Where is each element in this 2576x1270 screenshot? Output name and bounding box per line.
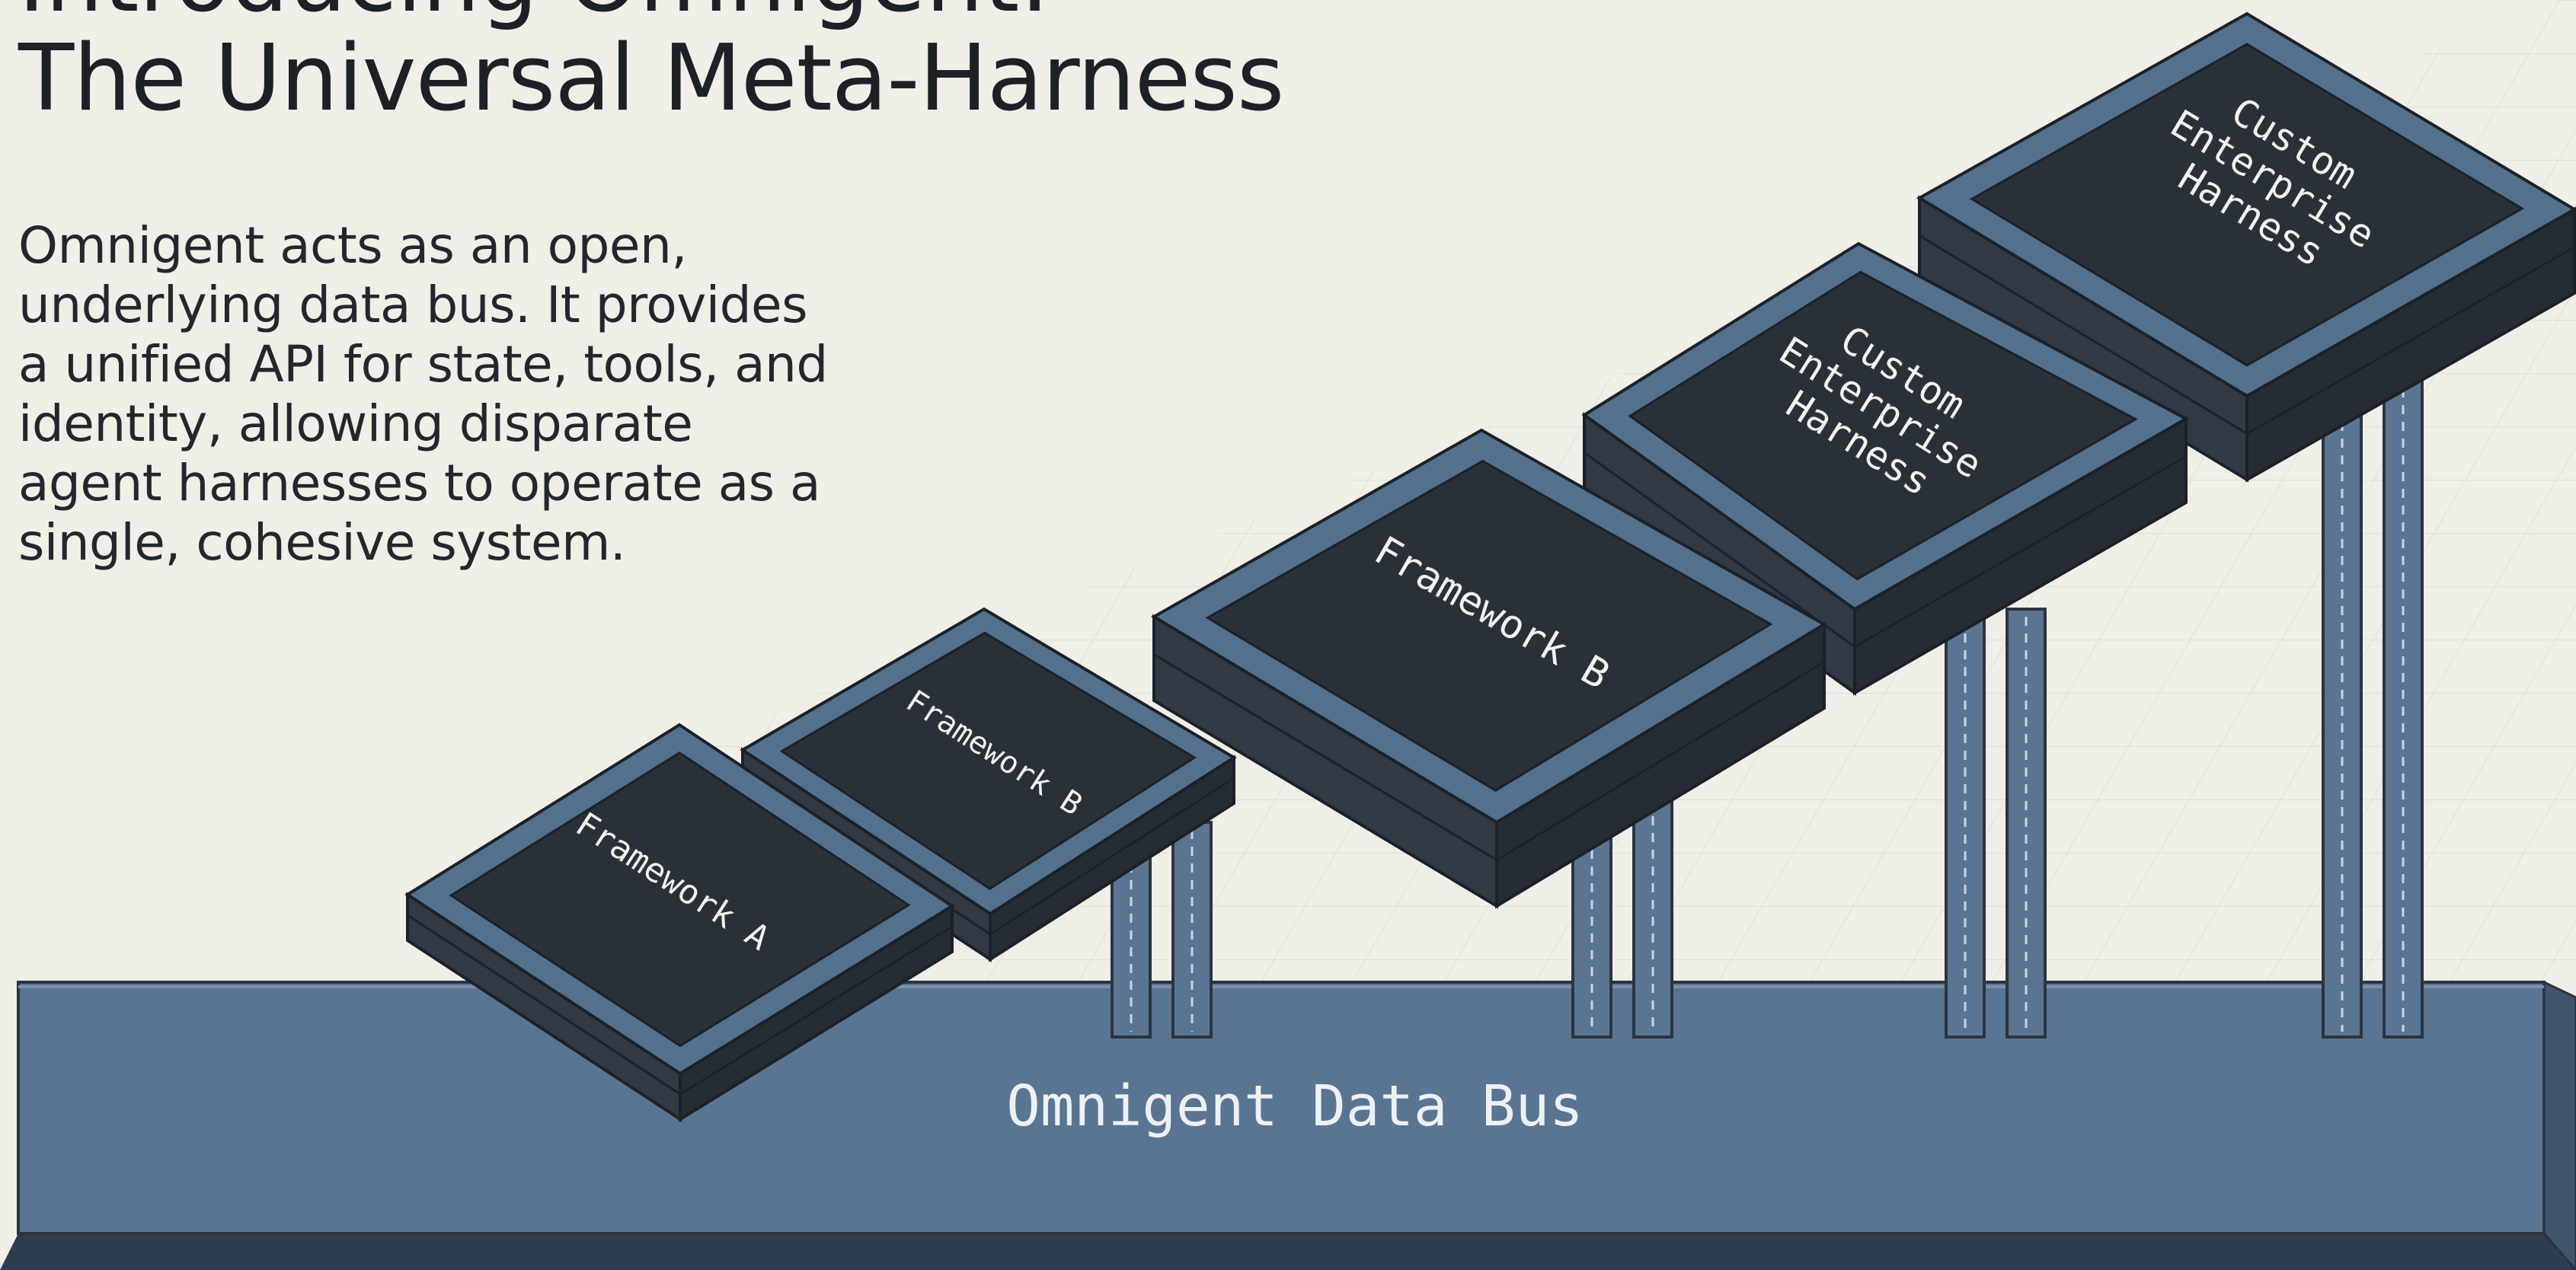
module-face [1205, 459, 1773, 792]
description-line: underlying data bus. It provides [18, 276, 808, 334]
page-title: The Universal Meta-Harness [18, 26, 1284, 132]
module-seam [1153, 653, 1825, 862]
module-face [1628, 270, 2138, 581]
description-line: single, cohesive system. [18, 513, 626, 572]
connector-pillar [1632, 790, 1673, 1039]
module-4: CustomEnterpriseHarness [1581, 241, 2190, 696]
module-seam [1584, 452, 2187, 649]
description-line: Omnigent acts as an open, [18, 216, 687, 275]
module-face [779, 631, 1197, 890]
bus-bottom-face [0, 1233, 2576, 1270]
module-face [449, 751, 911, 1048]
module-seam [407, 914, 953, 1096]
module-3: Framework B [1151, 428, 1827, 909]
data-bus: Omnigent Data Bus [0, 980, 2576, 1270]
bus-right-face [2542, 980, 2576, 1270]
description-line: identity, allowing disparate [18, 394, 693, 453]
bus-label: Omnigent Data Bus [1006, 1074, 1583, 1139]
module-face [1969, 43, 2525, 367]
module-stack: CustomEnterpriseHarnessCustomEnterpriseH… [404, 11, 2576, 1122]
module-1: Framework A [404, 723, 955, 1122]
module-seam [1919, 235, 2575, 436]
connector-pillars [1111, 379, 2424, 1039]
description-line: a unified API for state, tools, and [18, 335, 828, 394]
title-partial: Introducing Omnigent: [18, 0, 1050, 26]
description: Omnigent acts as an open, underlying dat… [18, 216, 841, 573]
description-line: agent harnesses to operate as a [18, 454, 820, 512]
